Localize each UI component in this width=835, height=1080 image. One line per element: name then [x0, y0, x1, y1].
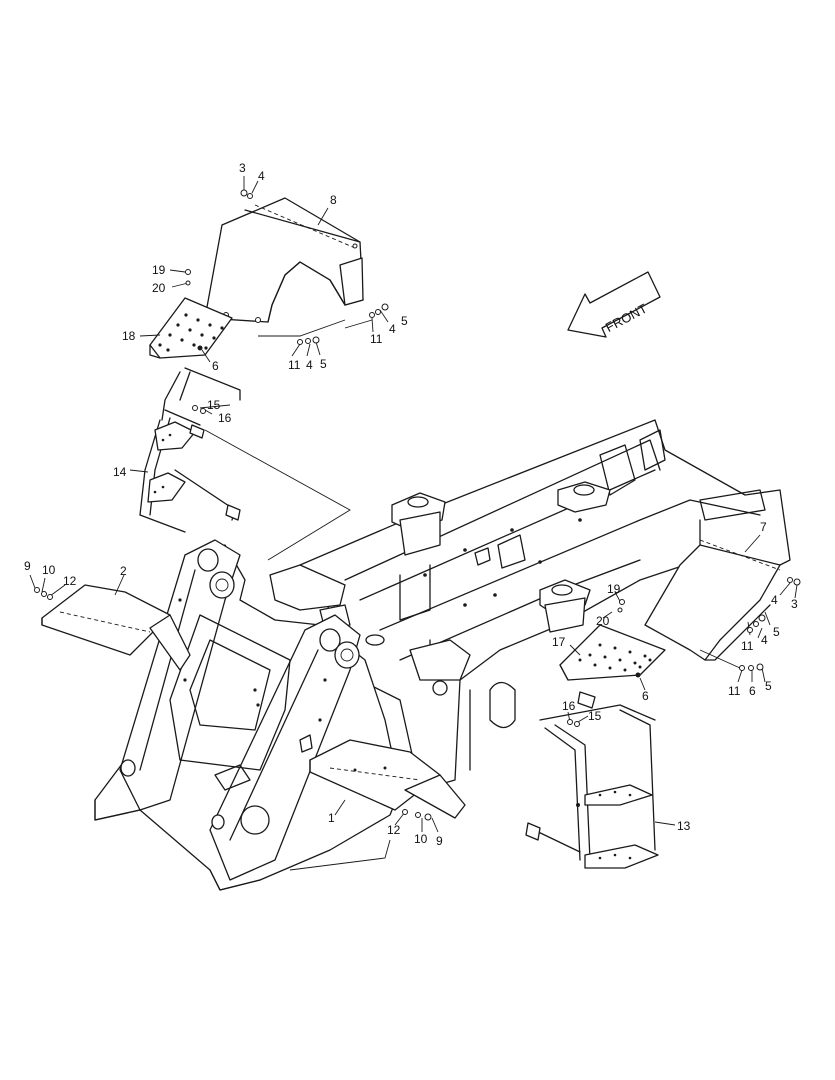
- callout: 15: [207, 398, 221, 412]
- step-18-holes: [158, 313, 224, 352]
- callout: 20: [596, 614, 610, 628]
- callout: 4: [761, 633, 768, 647]
- callout: 17: [552, 635, 566, 649]
- callout: 12: [387, 823, 401, 837]
- callout: 19: [607, 582, 621, 596]
- ladder-13: [525, 691, 659, 869]
- callout: 2: [120, 564, 127, 578]
- callout: 18: [122, 329, 136, 343]
- callout: 13: [677, 819, 691, 833]
- callout: 10: [42, 563, 56, 577]
- callout: 11: [728, 684, 741, 698]
- callout: 14: [113, 465, 127, 479]
- callout: 9: [24, 559, 31, 573]
- front-direction-arrow: FRONT: [567, 271, 661, 338]
- callout: 1: [328, 811, 335, 825]
- fender-front-right: [309, 739, 466, 819]
- callout: 5: [401, 314, 408, 328]
- rear-frame: [269, 419, 791, 791]
- callout: 12: [63, 574, 77, 588]
- callout: 5: [765, 679, 772, 693]
- callout-labels: 3 4 8 19 20 18 6 11 4 5 11 4 5 15 16 14 …: [24, 161, 798, 848]
- callout: 6: [749, 684, 756, 698]
- callout: 11: [288, 358, 301, 372]
- fender-left-rear: [204, 197, 364, 323]
- callout: 5: [773, 625, 780, 639]
- callout: 20: [152, 281, 166, 295]
- callout: 16: [218, 411, 232, 425]
- callout: 4: [306, 358, 313, 372]
- callout: 3: [239, 161, 246, 175]
- callout: 6: [642, 689, 649, 703]
- callout: 11: [370, 332, 383, 346]
- callout: 8: [330, 193, 337, 207]
- callout: 19: [152, 263, 166, 277]
- fender-right-rear: [644, 519, 781, 661]
- callout: 16: [562, 699, 576, 713]
- step-18: [149, 297, 233, 359]
- ladder-14: [139, 367, 241, 533]
- callout: 6: [212, 359, 219, 373]
- callout: 15: [588, 709, 602, 723]
- callout: 4: [389, 322, 396, 336]
- callout: 11: [741, 639, 754, 653]
- callout: 7: [760, 520, 767, 534]
- callout: 3: [791, 597, 798, 611]
- callout: 4: [258, 169, 265, 183]
- leader-lines: [29, 176, 798, 871]
- callout: 9: [436, 834, 443, 848]
- callout: 4: [771, 593, 778, 607]
- callout: 10: [414, 832, 428, 846]
- step-17: [559, 624, 666, 681]
- fender-front-left: [41, 584, 191, 671]
- fasteners: [34, 189, 801, 821]
- callout: 5: [320, 357, 327, 371]
